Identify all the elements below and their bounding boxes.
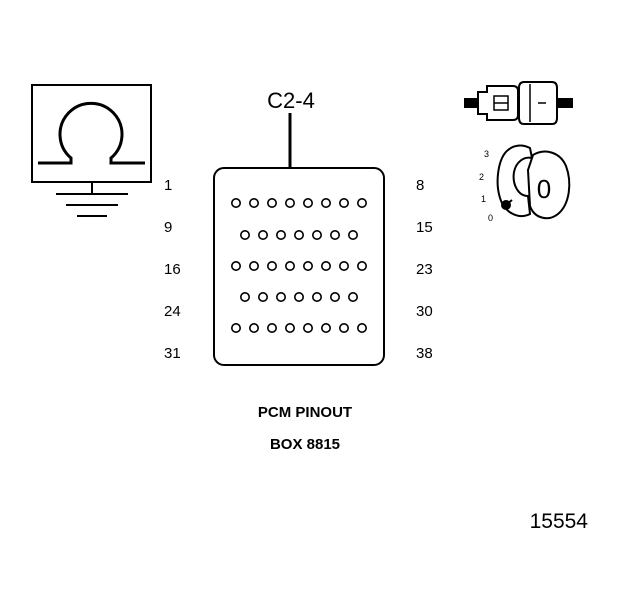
pin-hole-12 xyxy=(293,230,304,241)
pin-hole-19 xyxy=(284,260,295,271)
ignition-key-icon: 3 2 1 0 0 xyxy=(479,144,571,223)
pin-label-left-5: 31 xyxy=(164,345,181,362)
pin-hole-35 xyxy=(302,322,313,333)
pin-hole-3 xyxy=(266,198,277,209)
pin-hole-32 xyxy=(249,322,260,333)
pin-hole-36 xyxy=(320,322,331,333)
callout-label: C2-4 xyxy=(267,88,315,113)
key-position-2: 2 xyxy=(479,172,484,182)
pin-hole-20 xyxy=(302,260,313,271)
pin-labels-left: 1 9 16 24 31 xyxy=(164,177,181,362)
pin-hole-30 xyxy=(347,291,358,302)
pin-hole-26 xyxy=(275,291,286,302)
pin-label-right-1: 8 xyxy=(416,177,424,194)
pin-hole-10 xyxy=(257,230,268,241)
connector-icon xyxy=(464,81,573,125)
pin-hole-7 xyxy=(338,198,349,209)
pin-hole-21 xyxy=(320,260,331,271)
pin-hole-13 xyxy=(311,230,322,241)
pin-hole-17 xyxy=(249,260,260,271)
pin-hole-23 xyxy=(356,260,367,271)
connector-face xyxy=(213,167,385,366)
ohmmeter-icon xyxy=(31,84,152,183)
pin-label-right-5: 38 xyxy=(416,345,433,362)
pin-hole-9 xyxy=(240,230,251,241)
caption-subtitle: BOX 8815 xyxy=(270,436,340,453)
pin-hole-37 xyxy=(338,322,349,333)
pin-label-left-3: 16 xyxy=(164,261,181,278)
pin-hole-28 xyxy=(311,291,322,302)
pin-hole-11 xyxy=(275,230,286,241)
pin-hole-14 xyxy=(329,230,340,241)
pin-hole-25 xyxy=(257,291,268,302)
pin-hole-5 xyxy=(302,198,313,209)
pin-label-right-4: 30 xyxy=(416,303,433,320)
key-position-3: 3 xyxy=(484,149,489,159)
figure-number: 15554 xyxy=(530,510,589,533)
key-position-0: 0 xyxy=(488,213,493,223)
pin-hole-16 xyxy=(231,260,242,271)
pin-label-right-2: 15 xyxy=(416,219,433,236)
pin-hole-34 xyxy=(284,322,295,333)
pin-hole-38 xyxy=(356,322,367,333)
pin-hole-2 xyxy=(249,198,260,209)
pin-hole-8 xyxy=(356,198,367,209)
pin-label-left-2: 9 xyxy=(164,219,172,236)
pin-hole-31 xyxy=(231,322,242,333)
pin-hole-29 xyxy=(329,291,340,302)
pin-hole-27 xyxy=(293,291,304,302)
pin-label-left-4: 24 xyxy=(164,303,181,320)
key-position-1: 1 xyxy=(481,194,486,204)
pin-hole-15 xyxy=(347,230,358,241)
pin-hole-22 xyxy=(338,260,349,271)
pin-label-right-3: 23 xyxy=(416,261,433,278)
pin-hole-4 xyxy=(284,198,295,209)
pin-hole-1 xyxy=(231,198,242,209)
pin-hole-24 xyxy=(240,291,251,302)
ground-icon xyxy=(56,182,128,217)
pin-hole-18 xyxy=(266,260,277,271)
pin-grid xyxy=(231,198,367,333)
pin-labels-right: 8 15 23 30 38 xyxy=(416,177,433,362)
key-letter: 0 xyxy=(537,174,551,204)
pin-label-left-1: 1 xyxy=(164,177,172,194)
pin-hole-6 xyxy=(320,198,331,209)
caption-title: PCM PINOUT xyxy=(258,404,352,421)
pin-hole-33 xyxy=(266,322,277,333)
